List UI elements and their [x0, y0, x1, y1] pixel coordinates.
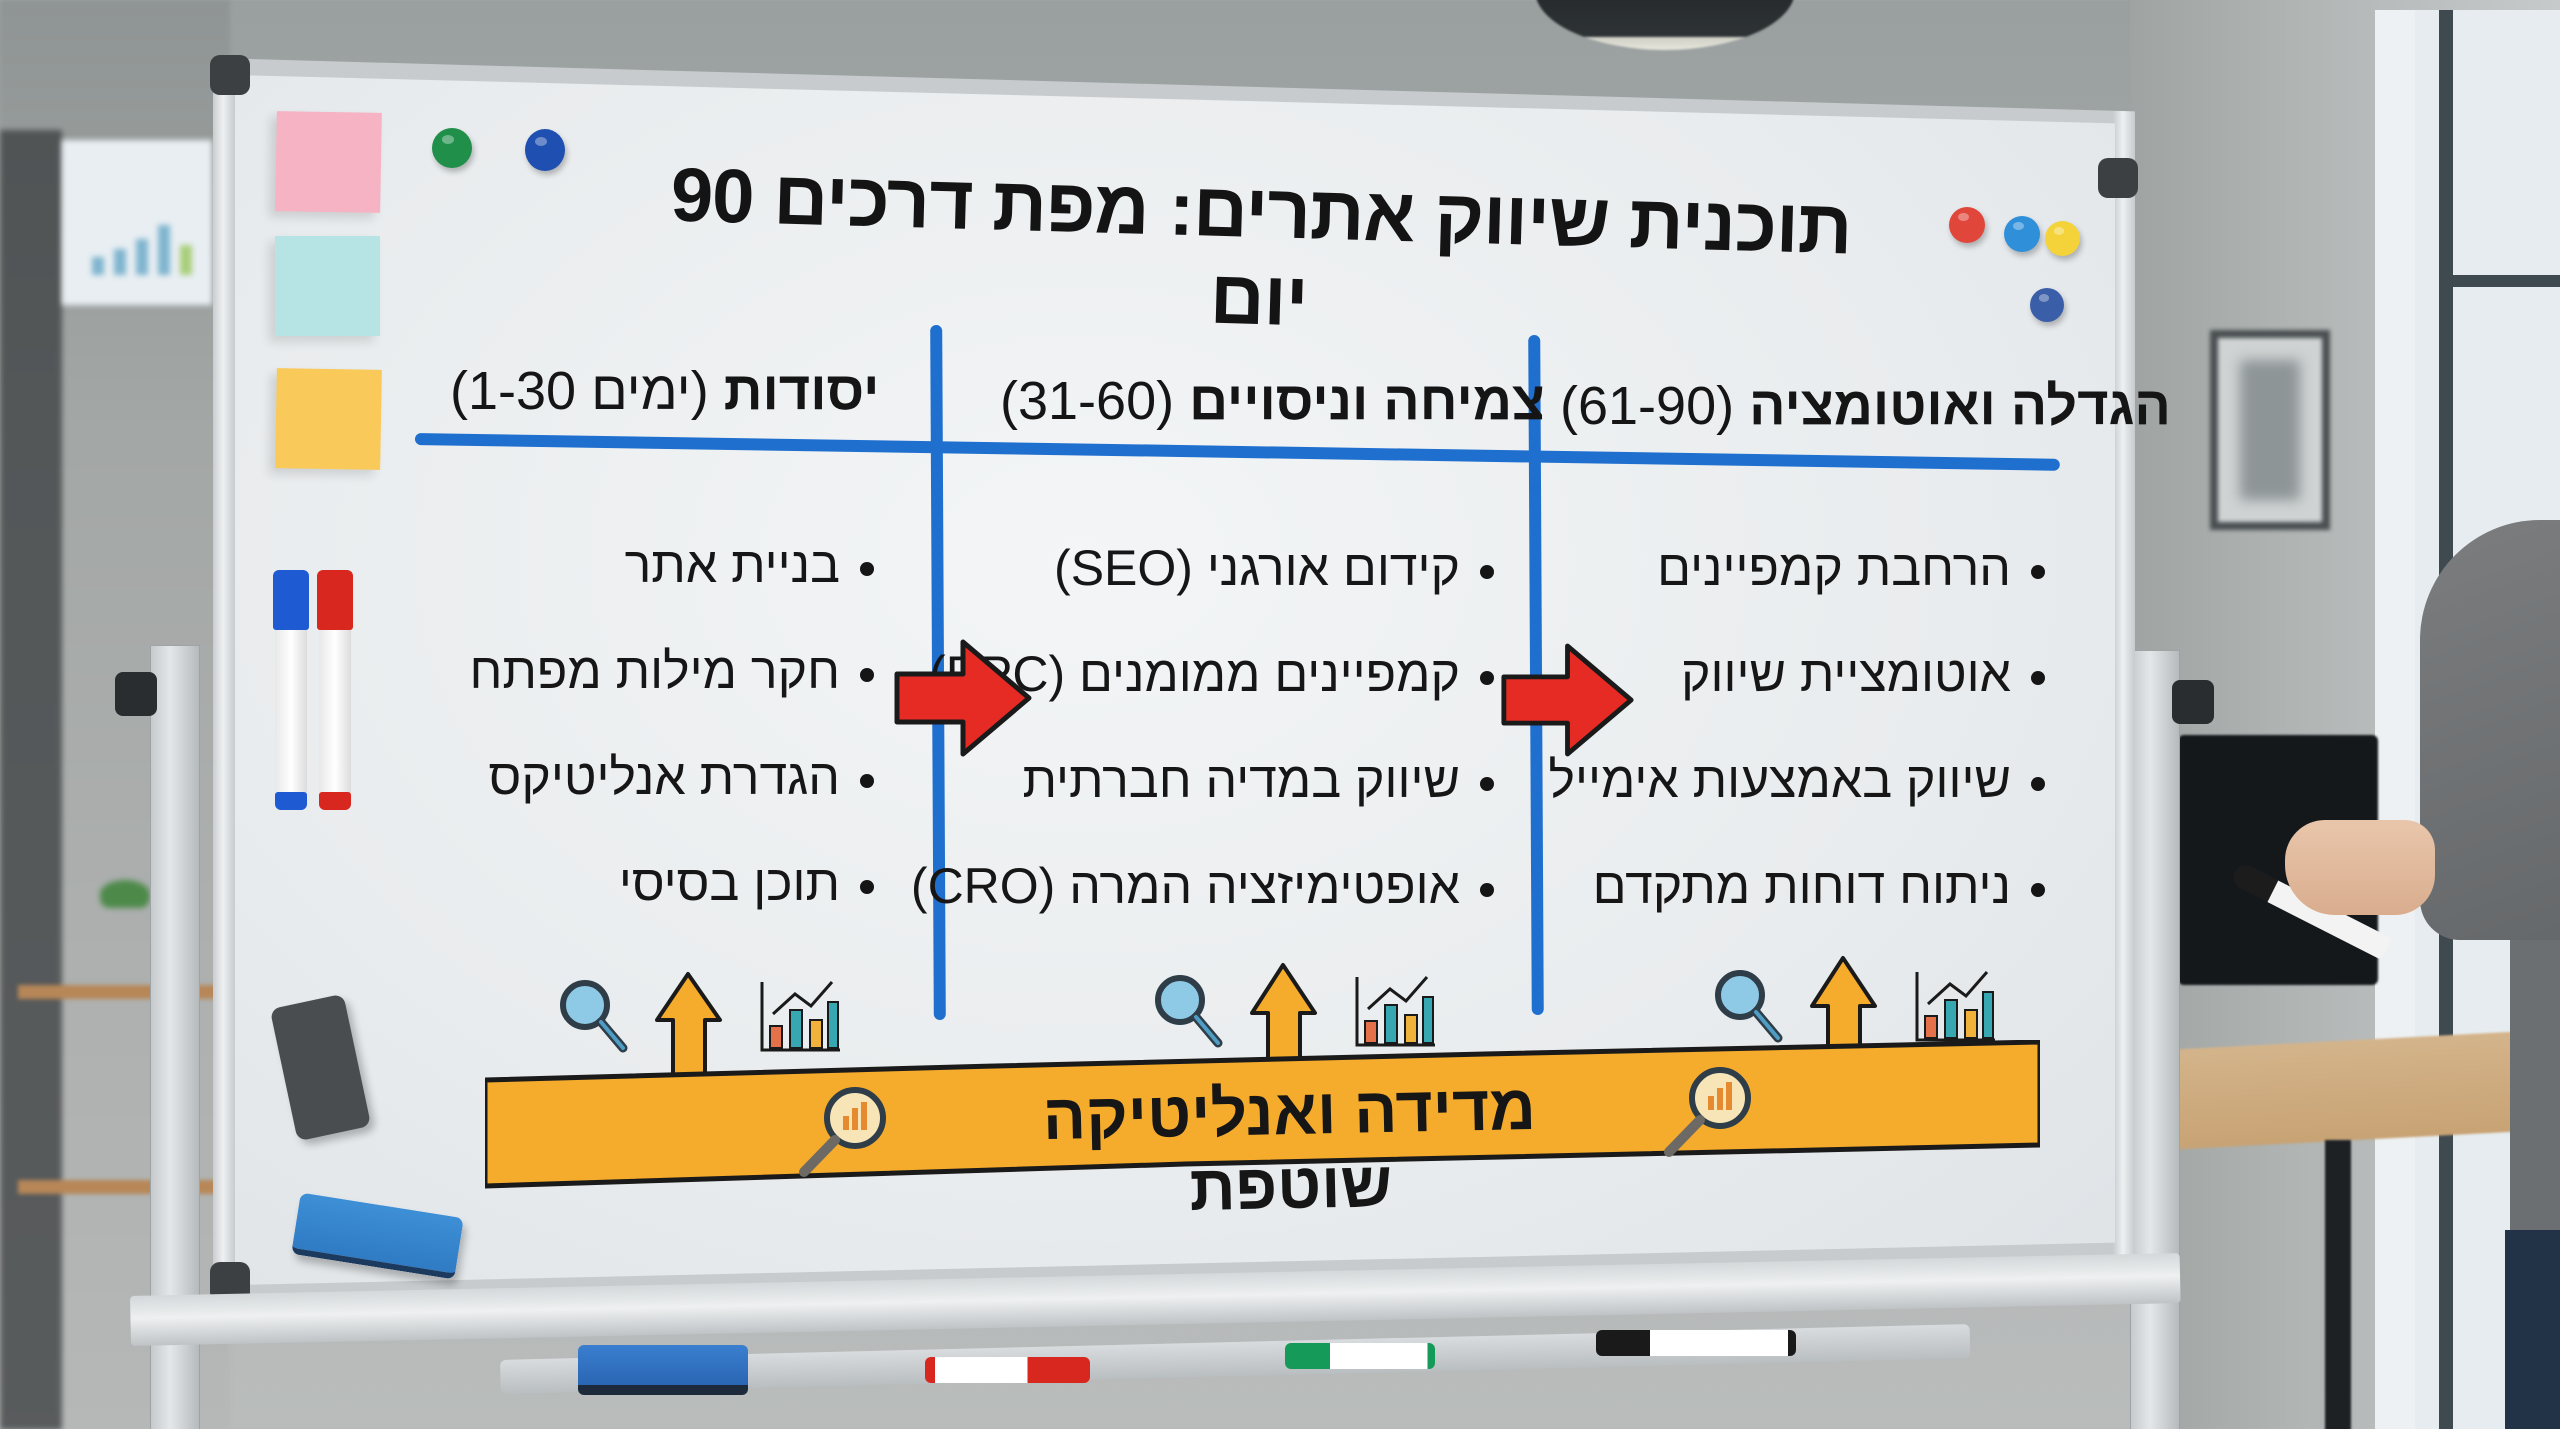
bullet-icon	[1480, 564, 1494, 579]
tray-marker-red[interactable]	[925, 1357, 1090, 1383]
column-icons-scale	[1715, 956, 1995, 1070]
magnifier-icon	[1155, 975, 1223, 1048]
up-arrow-icon	[655, 972, 722, 1080]
bullet-icon	[860, 879, 874, 894]
bar-chart-trend-icon	[1355, 976, 1435, 1047]
frame-corner	[210, 55, 250, 95]
bullet-icon	[1480, 670, 1494, 685]
magnet-red[interactable]	[1949, 207, 1985, 243]
bullet-icon	[2031, 564, 2045, 579]
column-icons-growth	[1155, 963, 1435, 1075]
list-item: הרחבת קמפיינים	[1549, 515, 2045, 621]
list-item: שיווק במדיה חברתית	[911, 727, 1494, 833]
person-arm	[2420, 520, 2560, 940]
bullet-icon	[860, 667, 874, 682]
magnifier-chart-icon	[1664, 1067, 1751, 1157]
column-title: יסודות	[723, 361, 880, 421]
bullet-icon	[2031, 670, 2045, 685]
magnet-navy[interactable]	[2030, 288, 2064, 322]
column-range: (61-90)	[1560, 376, 1735, 436]
list-item: אוטומציית שיווק	[1549, 621, 2045, 727]
up-arrow-icon	[1810, 956, 1877, 1070]
column-range: (31-60)	[1000, 371, 1175, 431]
bullet-icon	[860, 773, 874, 788]
tray-eraser[interactable]	[578, 1345, 748, 1395]
stand-post-right	[2130, 650, 2180, 1429]
analytics-banner	[485, 1040, 2040, 1189]
column-title: הגדלה ואוטומציה	[1749, 376, 2171, 436]
list-item: הגדרת אנליטיקס	[469, 724, 874, 830]
stand-knob-right[interactable]	[2172, 680, 2214, 724]
column-list-scale: הרחבת קמפיינים אוטומציית שיווק שיווק באמ…	[1549, 515, 2045, 939]
list-item: שיווק באמצעות אימייל	[1549, 727, 2045, 833]
bullet-icon	[1480, 776, 1494, 791]
bullet-icon	[1480, 882, 1494, 897]
bullet-icon	[2031, 882, 2045, 897]
wall-picture-frame	[2210, 330, 2330, 530]
magnet-light-blue[interactable]	[2004, 216, 2040, 252]
sticky-note-teal[interactable]	[275, 236, 380, 336]
bullet-icon	[2031, 776, 2045, 791]
background-plant	[100, 880, 150, 908]
magnet-blue[interactable]	[525, 129, 565, 171]
person-jeans	[2505, 1230, 2560, 1429]
magnet-yellow[interactable]	[2045, 221, 2080, 256]
column-icons-foundations	[560, 972, 840, 1080]
sticky-note-yellow[interactable]	[275, 368, 382, 470]
list-item: בניית אתר	[469, 512, 874, 618]
tray-marker-green[interactable]	[1285, 1343, 1435, 1369]
column-list-foundations: בניית אתר חקר מילות מפתח הגדרת אנליטיקס …	[469, 512, 874, 936]
magnifier-icon	[560, 980, 628, 1053]
tray-marker-black[interactable]	[1596, 1330, 1796, 1356]
stand-knob-left[interactable]	[115, 672, 157, 716]
list-item: חקר מילות מפתח	[469, 618, 874, 724]
desk	[2176, 1030, 2536, 1150]
magnifier-icon	[1715, 970, 1783, 1043]
list-item: קידום אורגני (SEO)	[911, 515, 1494, 621]
pendant-lamp	[1535, 0, 1795, 50]
background-door	[0, 130, 62, 1429]
red-right-arrow-icon	[1501, 643, 1634, 757]
up-arrow-icon	[1250, 963, 1317, 1075]
magnet-green[interactable]	[432, 128, 472, 168]
list-item: תוכן בסיסי	[469, 830, 874, 936]
desk-leg	[2325, 1140, 2351, 1429]
column-header-growth: צמיחה וניסויים (31-60)	[1000, 370, 1545, 432]
red-right-arrow-icon	[894, 639, 1032, 757]
analytics-banner-label: מדידה ואנליטיקה שוטפת	[1042, 1070, 1537, 1225]
bar-chart-trend-icon	[1915, 971, 1995, 1042]
bullet-icon	[860, 561, 874, 576]
bar-chart-trend-icon	[760, 981, 840, 1052]
sticky-note-pink[interactable]	[275, 111, 382, 213]
person-hand	[2285, 820, 2435, 915]
background-chart-poster	[62, 140, 212, 305]
magnifier-chart-icon	[799, 1087, 886, 1177]
marker-red[interactable]	[317, 570, 353, 810]
list-item: ניתוח דוחות מתקדם	[1549, 833, 2045, 939]
column-title: צמיחה וניסויים	[1189, 371, 1545, 431]
column-header-foundations: יסודות (ימים 1-30)	[450, 360, 879, 422]
column-range: (ימים 1-30)	[450, 361, 709, 421]
list-item: אופטימיזציה המרה (CRO)	[911, 833, 1494, 939]
column-header-scale: הגדלה ואוטומציה (61-90)	[1560, 375, 2171, 437]
marker-blue[interactable]	[273, 570, 309, 810]
frame-corner	[2098, 158, 2138, 198]
board-title: תוכנית שיווק אתרים: מפת דרכים 90 יום	[669, 152, 1853, 343]
